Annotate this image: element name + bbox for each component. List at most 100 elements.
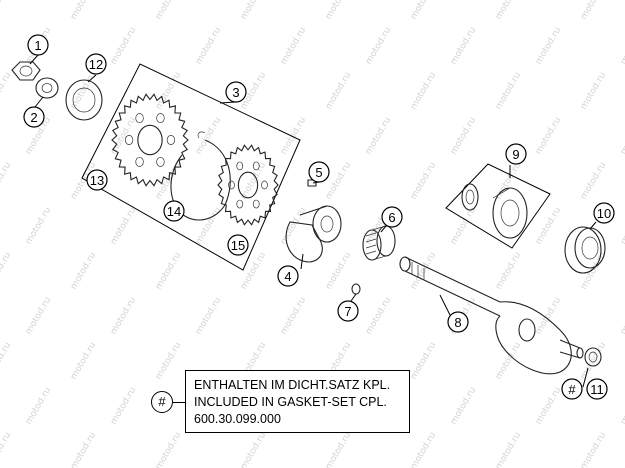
watermark-text: motod.ru — [0, 431, 13, 468]
watermark-text: motod.ru — [0, 161, 13, 202]
watermark-text: motod.ru — [579, 431, 608, 468]
callout-circle — [86, 169, 108, 191]
callout-11: 11 — [586, 378, 608, 400]
watermark-text: motod.ru — [619, 26, 625, 67]
callout-circle — [227, 234, 249, 256]
callout-circle — [163, 200, 185, 222]
watermark-text: motod.ru — [279, 206, 308, 247]
callout-number: 14 — [167, 204, 181, 219]
watermark-text: motod.ru — [0, 0, 13, 22]
callout-number: 10 — [597, 206, 611, 221]
callout-9: 9 — [505, 143, 527, 165]
watermark-text: motod.ru — [494, 0, 523, 22]
part-snap-ring — [170, 131, 231, 221]
watermark-text: motod.ru — [449, 116, 478, 157]
callout-15: 15 — [227, 234, 249, 256]
part-bearing-set — [461, 183, 528, 239]
watermark-text: motod.ru — [279, 296, 308, 337]
watermark-text: motod.ru — [449, 206, 478, 247]
watermark-text: motod.ru — [534, 296, 563, 337]
watermark-text: motod.ru — [409, 0, 438, 22]
bearing-set-frame — [445, 163, 551, 249]
legend-leader-line — [173, 402, 185, 403]
callout-number: 7 — [344, 304, 351, 319]
watermark-text: motod.ru — [579, 341, 608, 382]
callout-number: 5 — [315, 165, 322, 180]
callout-circle — [381, 206, 403, 228]
watermark-text: motod.ru — [324, 251, 353, 292]
callout-1: 1 — [27, 34, 49, 56]
callout-6: 6 — [381, 206, 403, 228]
watermark-text: motod.ru — [324, 161, 353, 202]
watermark-text: motod.ru — [279, 116, 308, 157]
callout-number: 4 — [284, 269, 291, 284]
part-small-ring — [351, 283, 361, 295]
watermark-text: motod.ru — [69, 341, 98, 382]
watermark-text: motod.ru — [364, 296, 393, 337]
part-thrust-washer — [65, 79, 103, 121]
watermark-text: motod.ru — [619, 116, 625, 157]
watermark-text: motod.ru — [619, 386, 625, 427]
watermark-text: motod.ru — [0, 71, 13, 112]
watermark-text: motod.ru — [409, 341, 438, 382]
callout-circle — [27, 34, 49, 56]
watermark-text: motod.ru — [494, 431, 523, 468]
part-balancer-weight — [285, 205, 342, 263]
part-nut — [11, 61, 41, 81]
callout-number: 11 — [590, 382, 604, 397]
part-gear-15 — [217, 144, 279, 226]
callout-14: 14 — [163, 200, 185, 222]
callout-3: 3 — [225, 81, 247, 103]
watermark-text: motod.ru — [579, 0, 608, 22]
legend-box: ENTHALTEN IM DICHT.SATZ KPL. INCLUDED IN… — [185, 370, 410, 433]
watermark-text: motod.ru — [409, 71, 438, 112]
callout-10: 10 — [593, 202, 615, 224]
watermark-text: motod.ru — [364, 116, 393, 157]
callout-number: 3 — [232, 85, 239, 100]
watermark-text: motod.ru — [24, 296, 53, 337]
watermark-text: motod.ru — [154, 341, 183, 382]
watermark-text: motod.ru — [0, 341, 13, 382]
callout-number: 9 — [512, 147, 519, 162]
watermark-text: motod.ru — [109, 386, 138, 427]
callout-number: 15 — [231, 238, 245, 253]
watermark-text: motod.ru — [579, 71, 608, 112]
part-balancer-shaft — [399, 256, 584, 375]
callout-7: 7 — [337, 300, 359, 322]
callout-circle — [593, 202, 615, 224]
watermark-text: motod.ru — [364, 26, 393, 67]
legend-line-german: ENTHALTEN IM DICHT.SATZ KPL. — [194, 378, 391, 392]
callout-8: 8 — [447, 311, 469, 333]
part-shaft-seal — [584, 347, 602, 367]
watermark-text: motod.ru — [494, 341, 523, 382]
callout-number: 6 — [388, 210, 395, 225]
watermark-text: motod.ru — [154, 0, 183, 22]
legend-hash-symbol: # — [151, 391, 173, 413]
part-gear-13 — [111, 93, 189, 187]
callout-number: 1 — [34, 38, 41, 53]
watermark-text: motod.ru — [449, 26, 478, 67]
callout-circle — [85, 53, 107, 75]
part-roller-bearing — [564, 226, 606, 274]
watermark-text: motod.ru — [24, 206, 53, 247]
watermark-text: motod.ru — [0, 251, 13, 292]
part-washer — [35, 77, 59, 99]
watermark-text: motod.ru — [194, 296, 223, 337]
watermark-text: motod.ru — [69, 0, 98, 22]
watermark-text: motod.ru — [279, 26, 308, 67]
callout-5: 5 — [308, 161, 330, 183]
watermark-text: motod.ru — [324, 0, 353, 22]
watermark-text: motod.ru — [154, 71, 183, 112]
watermark-text: motod.ru — [154, 251, 183, 292]
watermark-text: motod.ru — [154, 431, 183, 468]
watermark-text: motod.ru — [619, 206, 625, 247]
callout-4: 4 — [277, 265, 299, 287]
callout-number: 13 — [90, 173, 104, 188]
watermark-text: motod.ru — [194, 26, 223, 67]
gear-set-frame — [81, 63, 301, 271]
watermark-text: motod.ru — [69, 251, 98, 292]
watermark-text: motod.ru — [449, 386, 478, 427]
callout-circle — [586, 378, 608, 400]
callout-circle — [505, 143, 527, 165]
